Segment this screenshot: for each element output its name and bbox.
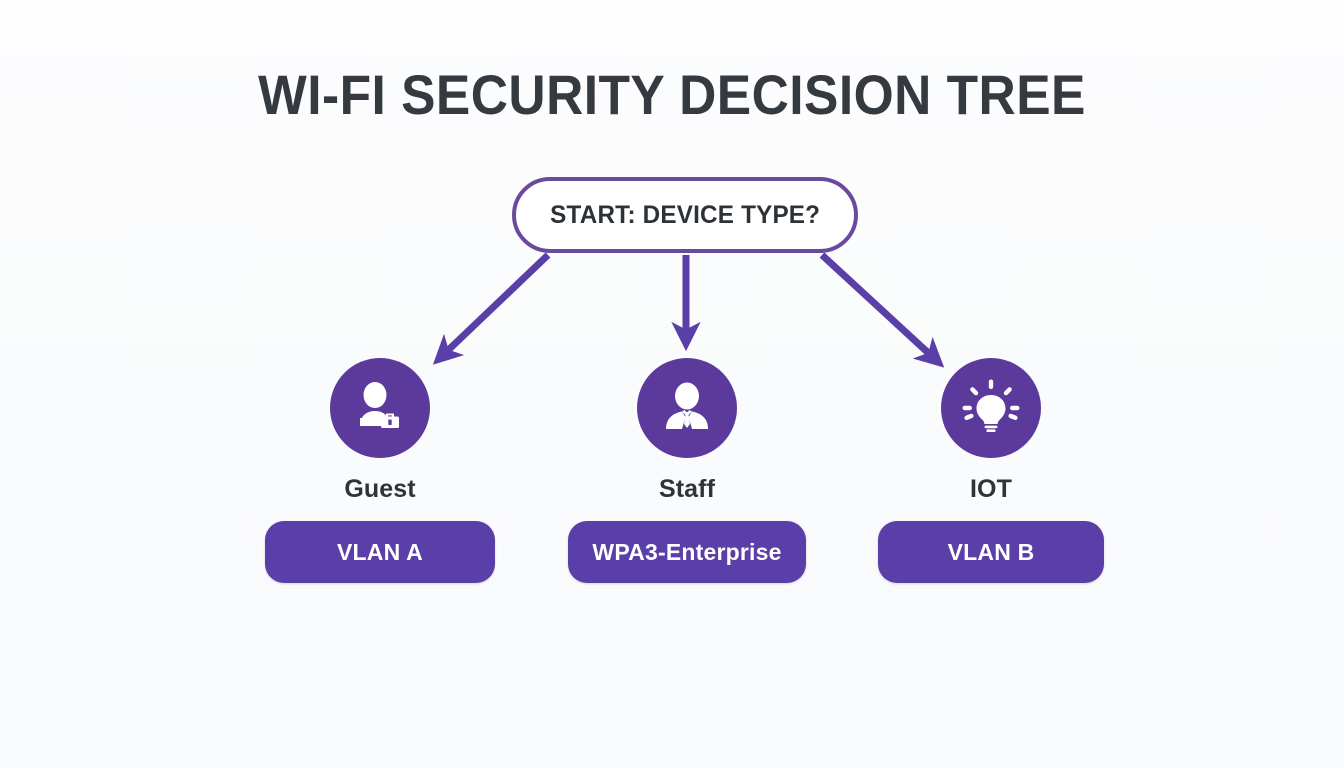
- staff-node-circle[interactable]: [637, 358, 737, 458]
- branch-staff: Staff WPA3-Enterprise: [567, 358, 807, 583]
- edge-to-iot: [819, 252, 945, 368]
- start-node-label: START: DEVICE TYPE?: [549, 200, 821, 229]
- branch-label-staff: Staff: [658, 475, 716, 503]
- outcome-button-wpa3-enterprise[interactable]: WPA3-Enterprise: [568, 521, 806, 583]
- outcome-button-vlan-a[interactable]: VLAN A: [265, 521, 495, 583]
- outcome-label-wpa3-enterprise: WPA3-Enterprise: [592, 538, 782, 565]
- person-with-briefcase-icon: [350, 378, 410, 438]
- branch-iot: IOT VLAN B: [871, 358, 1111, 583]
- guest-node-circle[interactable]: [330, 358, 430, 458]
- outcome-label-vlan-b: VLAN B: [947, 538, 1035, 565]
- iot-node-circle[interactable]: [941, 358, 1041, 458]
- edge-to-guest: [432, 252, 551, 365]
- outcome-label-vlan-a: VLAN A: [337, 538, 423, 565]
- branch-label-iot: IOT: [970, 475, 1012, 503]
- start-node[interactable]: START: DEVICE TYPE?: [512, 177, 858, 253]
- lightbulb-icon: [962, 379, 1020, 437]
- branch-guest: Guest VLAN A: [260, 358, 500, 583]
- outcome-button-vlan-b[interactable]: VLAN B: [878, 521, 1104, 583]
- branch-label-guest: Guest: [344, 475, 416, 503]
- page-title: WI-FI SECURITY DECISION TREE: [258, 63, 1086, 126]
- person-with-tie-icon: [658, 379, 716, 437]
